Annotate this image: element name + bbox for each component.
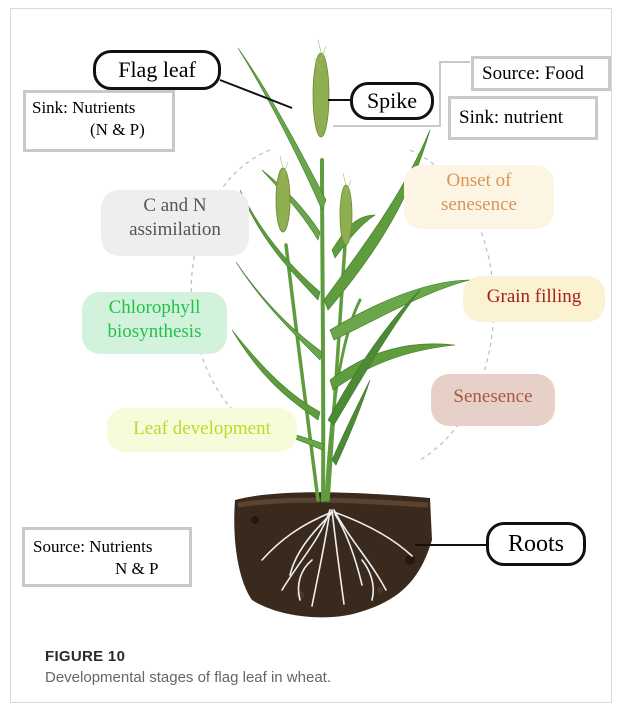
stage-chlorophyll-line2: biosynthesis bbox=[82, 320, 227, 344]
source-food-box: Source: Food bbox=[471, 56, 611, 91]
stage-grain-filling-line1: Grain filling bbox=[463, 280, 605, 314]
source-nutrients-line2: N & P bbox=[33, 558, 181, 580]
stage-leaf-development: Leaf development bbox=[107, 408, 297, 452]
stage-onset-line2: senesence bbox=[404, 193, 554, 217]
flag-leaf-line bbox=[220, 80, 292, 108]
source-nutrients-box: Source: Nutrients N & P bbox=[22, 527, 192, 587]
main-spike bbox=[313, 53, 329, 137]
stage-leaf-development-line1: Leaf development bbox=[107, 412, 297, 446]
stage-senesence-line1: Senesence bbox=[431, 378, 555, 416]
spikes bbox=[276, 53, 352, 245]
stage-senesence: Senesence bbox=[431, 374, 555, 426]
stage-onset-of-senesence: Onset of senesence bbox=[404, 165, 554, 229]
roots-label: Roots bbox=[486, 522, 586, 566]
sink-nutrients-box: Sink: Nutrients (N & P) bbox=[23, 90, 175, 152]
stage-chlorophyll-biosynthesis: Chlorophyll biosynthesis bbox=[82, 292, 227, 354]
right-spike bbox=[340, 185, 352, 245]
sink-nutrient-box: Sink: nutrient bbox=[448, 96, 598, 140]
flag-leaf-label: Flag leaf bbox=[93, 50, 221, 90]
stage-onset-line1: Onset of bbox=[404, 169, 554, 193]
stage-grain-filling: Grain filling bbox=[463, 276, 605, 322]
sink-nutrients-line1: Sink: Nutrients bbox=[32, 97, 166, 119]
source-nutrients-line1: Source: Nutrients bbox=[33, 536, 181, 558]
figure-label: FIGURE 10 bbox=[45, 648, 125, 665]
stage-chlorophyll-line1: Chlorophyll bbox=[82, 296, 227, 320]
stage-c-n-assimilation-line2: assimilation bbox=[101, 218, 249, 242]
soil-clump bbox=[234, 492, 432, 617]
stage-c-n-assimilation: C and N assimilation bbox=[101, 190, 249, 256]
figure-caption: Developmental stages of flag leaf in whe… bbox=[45, 669, 331, 686]
sink-nutrients-line2: (N & P) bbox=[32, 119, 166, 141]
stage-c-n-assimilation-line1: C and N bbox=[101, 194, 249, 218]
spike-label: Spike bbox=[350, 82, 434, 120]
left-spike bbox=[276, 168, 290, 232]
